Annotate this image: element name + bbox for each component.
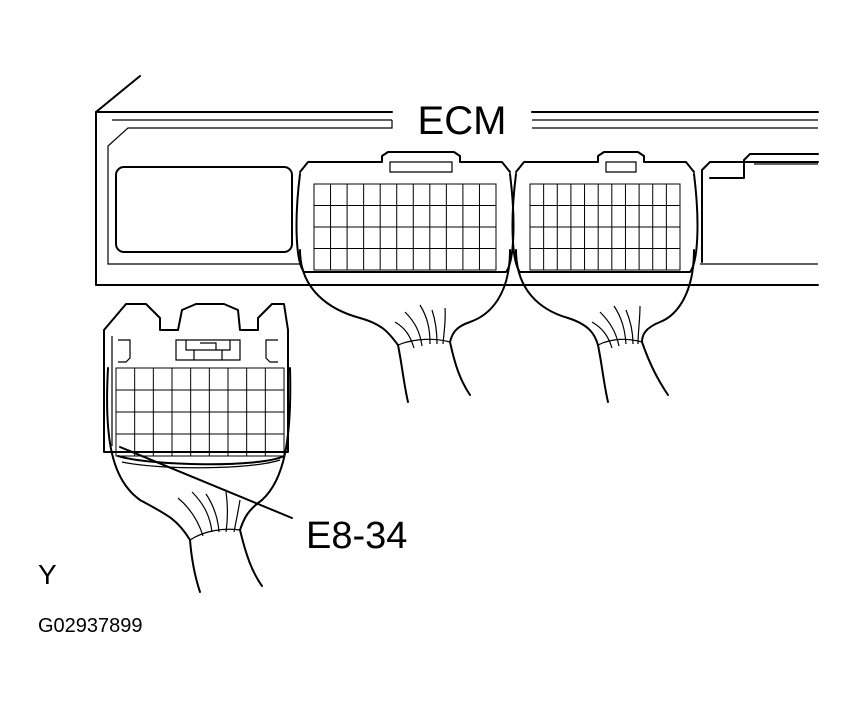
e8-harness <box>106 367 292 593</box>
ecm-connector-c <box>701 153 819 263</box>
ecm-housing <box>95 75 819 286</box>
connector-latch <box>389 161 453 173</box>
connector-callout-label: E8-34 <box>306 515 407 557</box>
connector-body <box>295 173 515 273</box>
ecm-label: ECM <box>418 99 507 143</box>
ecm-label-mask <box>398 96 526 142</box>
callout-leader-line <box>119 446 293 519</box>
view-letter-label: Y <box>38 559 57 590</box>
ecm-harness-b <box>515 249 695 403</box>
figure-id-label: G02937899 <box>38 615 143 637</box>
detached-connector-e8 <box>103 303 289 469</box>
ecm-connector-a <box>295 151 515 273</box>
connector-latch <box>605 161 637 173</box>
e8-terminal-grid <box>115 367 285 457</box>
connector-body <box>511 173 699 273</box>
connector-shell-top <box>299 151 511 173</box>
ecm-harness-a <box>299 249 511 403</box>
connector-shell-top <box>515 151 695 173</box>
ecm-connector-b <box>511 151 699 273</box>
